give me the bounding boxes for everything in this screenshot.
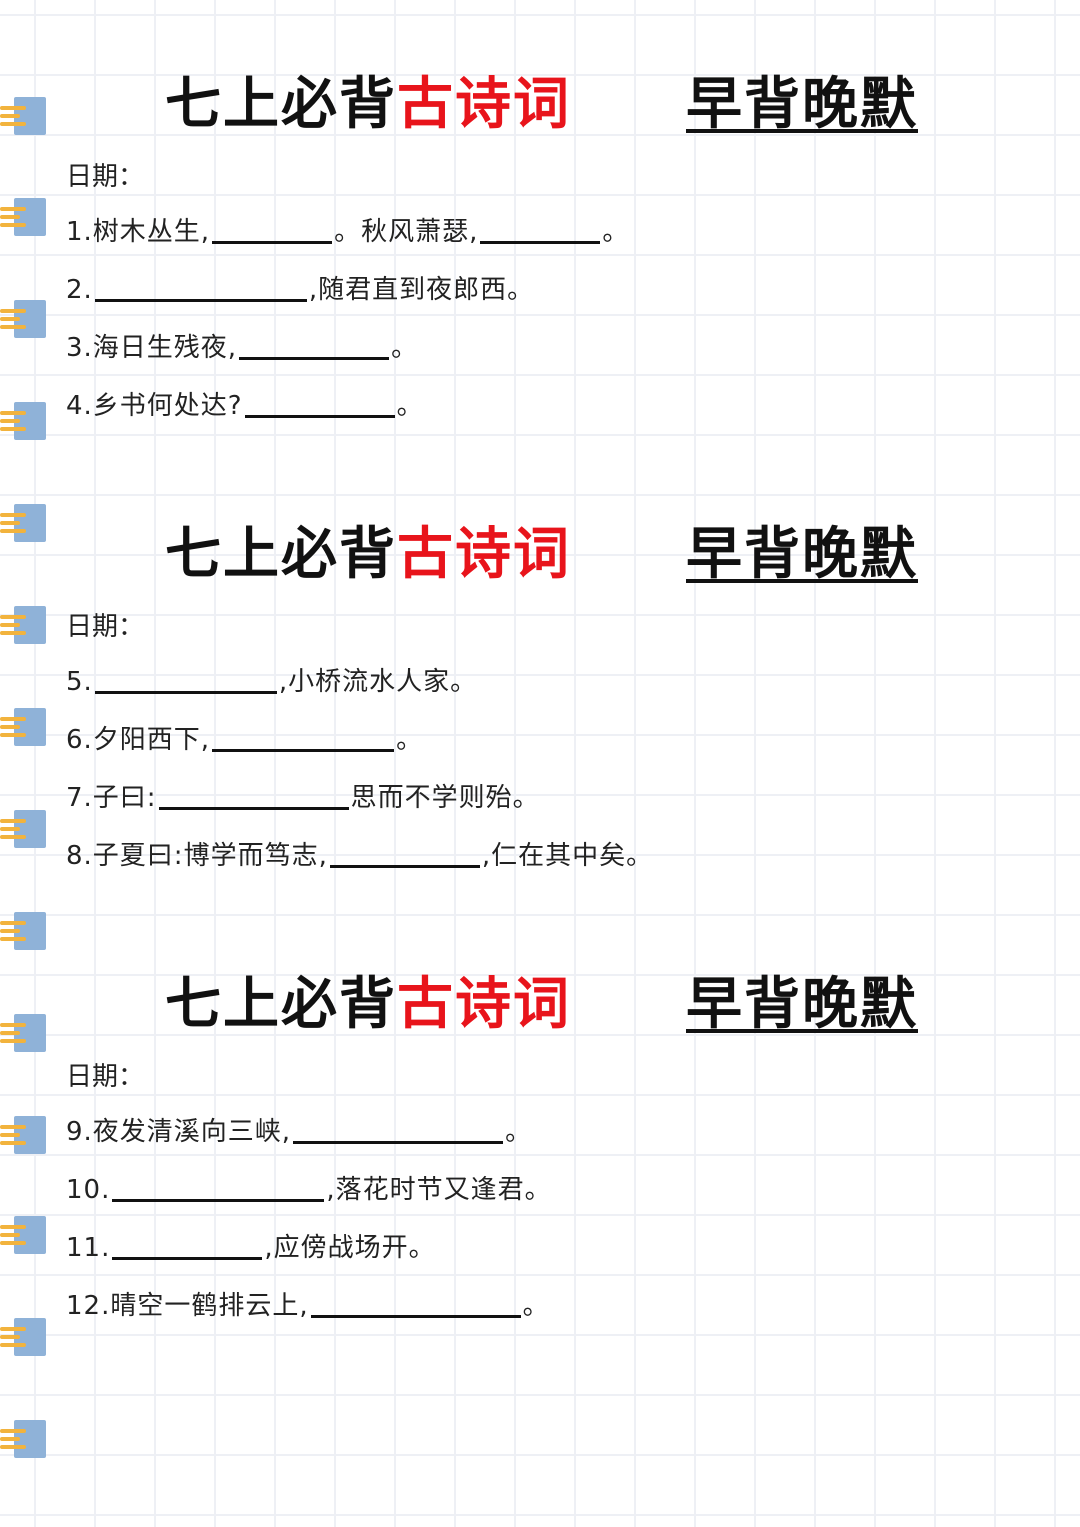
- question-10: 10.,落花时节又逢君。: [66, 1173, 552, 1205]
- section-subtitle: 早背晚默: [686, 72, 918, 137]
- binder-ring: [0, 198, 50, 238]
- binder-ring: [0, 708, 50, 748]
- question-11: 11.,应傍战场开。: [66, 1231, 436, 1263]
- section-title: 七上必背古诗词: [165, 522, 571, 587]
- question-3: 3.海日生残夜,。: [66, 331, 419, 363]
- answer-blank[interactable]: [212, 215, 333, 244]
- answer-blank[interactable]: [293, 1115, 504, 1144]
- question-2: 2.,随君直到夜郎西。: [66, 273, 535, 305]
- question-1: 1.树木丛生,。秋风萧瑟,。: [66, 215, 630, 247]
- binder-ring: [0, 606, 50, 646]
- binder-ring: [0, 1318, 50, 1358]
- section-subtitle: 早背晚默: [686, 522, 918, 587]
- answer-blank[interactable]: [329, 839, 480, 868]
- worksheet-section-3: 七上必背古诗词 早背晚默 日期： 9.夜发清溪向三峡,。 10.,落花时节又逢君…: [0, 970, 1080, 1410]
- binder-ring: [0, 1116, 50, 1156]
- binder-ring: [0, 300, 50, 340]
- question-12: 12.晴空一鹤排云上,。: [66, 1289, 550, 1321]
- question-5: 5.,小桥流水人家。: [66, 665, 478, 697]
- section-title: 七上必背古诗词: [165, 972, 571, 1037]
- answer-blank[interactable]: [239, 331, 390, 360]
- answer-blank[interactable]: [112, 1173, 325, 1202]
- answer-blank[interactable]: [158, 781, 349, 810]
- binder-ring: [0, 1420, 50, 1460]
- question-9: 9.夜发清溪向三峡,。: [66, 1115, 533, 1147]
- binder-ring: [0, 97, 50, 137]
- date-label: 日期：: [66, 162, 145, 192]
- question-4: 4.乡书何处达?。: [66, 389, 424, 421]
- answer-blank[interactable]: [94, 665, 277, 694]
- binder-ring: [0, 504, 50, 544]
- binder-ring: [0, 1014, 50, 1054]
- date-label: 日期：: [66, 612, 145, 642]
- answer-blank[interactable]: [244, 389, 395, 418]
- answer-blank[interactable]: [112, 1231, 263, 1260]
- question-6: 6.夕阳西下,。: [66, 723, 424, 755]
- question-8: 8.子夏曰:博学而笃志,,仁在其中矣。: [66, 839, 654, 871]
- section-title: 七上必背古诗词: [165, 72, 571, 137]
- section-subtitle: 早背晚默: [686, 972, 918, 1037]
- answer-blank[interactable]: [310, 1289, 521, 1318]
- answer-blank[interactable]: [94, 273, 307, 302]
- binder-ring: [0, 810, 50, 850]
- binder-ring: [0, 912, 50, 952]
- date-label: 日期：: [66, 1062, 145, 1092]
- answer-blank[interactable]: [480, 215, 601, 244]
- binder-rings: [0, 0, 60, 1527]
- binder-ring: [0, 402, 50, 442]
- binder-ring: [0, 1216, 50, 1256]
- answer-blank[interactable]: [212, 723, 395, 752]
- question-7: 7.子曰:思而不学则殆。: [66, 781, 540, 813]
- worksheet-section-1: 七上必背古诗词 早背晚默 日期： 1.树木丛生,。秋风萧瑟,。 2.,随君直到夜…: [0, 70, 1080, 510]
- worksheet-section-2: 七上必背古诗词 早背晚默 日期： 5.,小桥流水人家。 6.夕阳西下,。 7.子…: [0, 520, 1080, 960]
